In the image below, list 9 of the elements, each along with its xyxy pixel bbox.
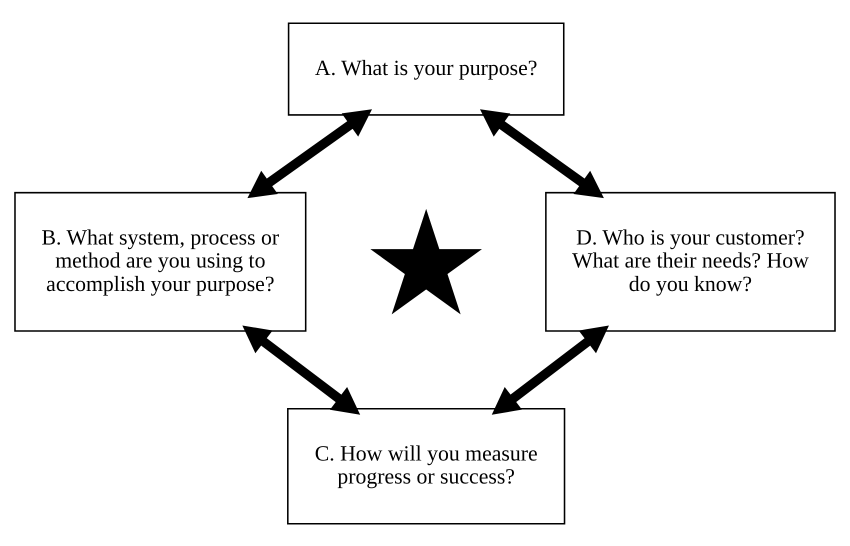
node-box: B. What system, process or method are you using to accomplish your purpose? [14,191,306,332]
arrow [480,108,604,198]
node-cross [370,208,482,314]
node-box: C. How will you measure progress or success? [287,407,566,524]
arrow [242,325,360,414]
arrow [492,324,609,414]
node-box: D. Who is your customer? What are their needs? How do you know? [545,191,836,332]
node-box: A. What is your purpose? [288,22,565,116]
arrow [247,108,372,198]
